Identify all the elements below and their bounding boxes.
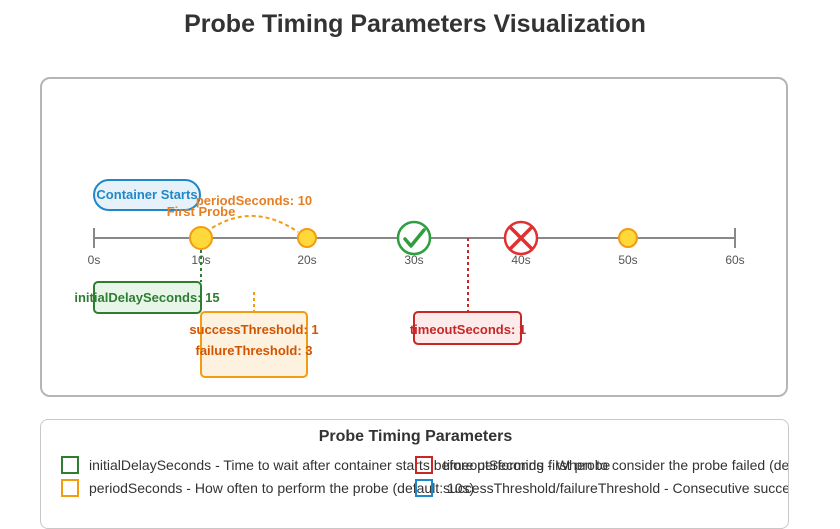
period-arc [211, 215, 299, 233]
failure-threshold-label: failureThreshold: 3 [195, 343, 312, 358]
threshold-box [200, 311, 308, 378]
tick-label-40s: 40s [511, 253, 530, 267]
tick-label-60s: 60s [725, 253, 744, 267]
legend-swatch-green [61, 456, 79, 474]
tick-label-10s: 10s [191, 253, 210, 267]
legend-swatch-orange [61, 479, 79, 497]
legend-item-timeout: timeoutSeconds - When to consider the pr… [415, 456, 789, 474]
probe-marker-50s [618, 228, 638, 248]
probe-marker-20s [297, 228, 317, 248]
container-starts-label: Container Starts [96, 187, 197, 202]
legend-swatch-blue [415, 479, 433, 497]
container-starts-callout [93, 179, 201, 211]
timeline-diagram: 0s 10s 20s 30s 40s 50s 60s Container Sta… [74, 179, 745, 378]
timeout-label: timeoutSeconds: 1 [410, 322, 526, 337]
legend-title: Probe Timing Parameters [318, 428, 513, 445]
legend-item-text: timeoutSeconds - When to consider the pr… [443, 457, 789, 473]
success-threshold-label: successThreshold: 1 [189, 322, 318, 337]
timeout-box [413, 311, 522, 345]
tick-label-30s: 30s [404, 253, 423, 267]
x-icon [503, 220, 539, 256]
check-icon [396, 220, 432, 256]
page-title: Probe Timing Parameters Visualization [184, 10, 646, 38]
probe-marker-10s [189, 226, 213, 250]
legend-item-text: successThreshold/failureThreshold - Cons… [443, 480, 788, 496]
tick-label-50s: 50s [618, 253, 637, 267]
legend-item-text: periodSeconds - How often to perform the… [89, 480, 475, 496]
initial-delay-label: initialDelaySeconds: 15 [74, 290, 219, 305]
legend-panel: Probe Timing Parameters initialDelaySeco… [40, 419, 789, 529]
initial-delay-box [93, 281, 202, 314]
legend-item-initial-delay: initialDelaySeconds - Time to wait after… [61, 456, 610, 474]
first-probe-label: First Probe [167, 204, 236, 219]
legend-swatch-red [415, 456, 433, 474]
legend-item-period: periodSeconds - How often to perform the… [61, 479, 474, 497]
tick-label-20s: 20s [297, 253, 316, 267]
legend-item-thresholds: successThreshold/failureThreshold - Cons… [415, 479, 788, 497]
legend-item-text: initialDelaySeconds - Time to wait after… [89, 457, 611, 473]
period-seconds-label: periodSeconds: 10 [196, 193, 312, 208]
tick-label-0s: 0s [88, 253, 101, 267]
